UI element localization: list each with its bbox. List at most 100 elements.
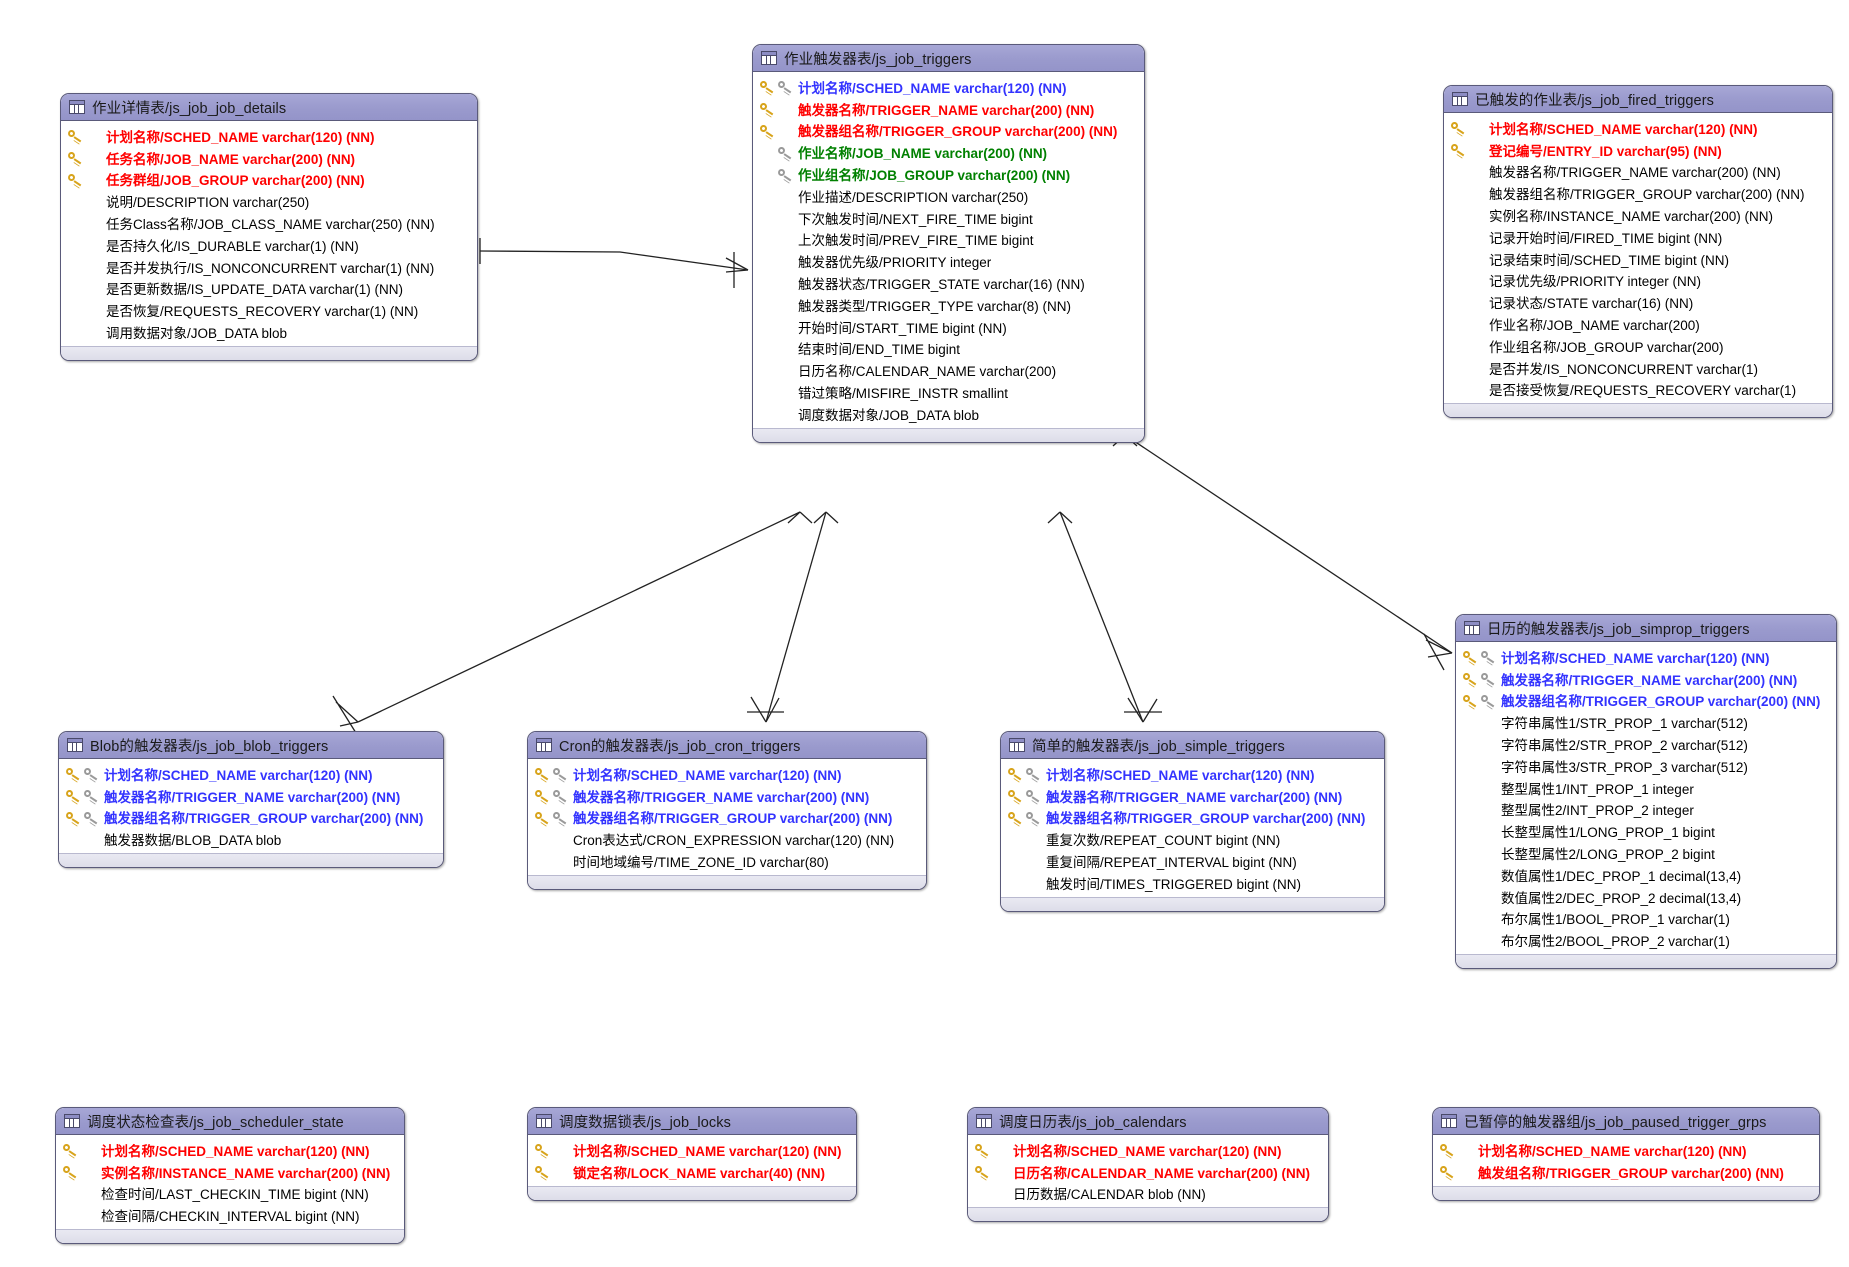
field-row[interactable]: 字符串属性3/STR_PROP_3 varchar(512) <box>1456 755 1836 777</box>
entity-header-locks[interactable]: 调度数据锁表/js_job_locks <box>528 1108 856 1135</box>
entity-header-scheduler_state[interactable]: 调度状态检查表/js_job_scheduler_state <box>56 1108 404 1135</box>
field-row[interactable]: 计划名称/SCHED_NAME varchar(120) (NN) <box>1433 1139 1819 1161</box>
field-row[interactable]: 是否恢复/REQUESTS_RECOVERY varchar(1) (NN) <box>61 299 477 321</box>
field-row[interactable]: 触发器类型/TRIGGER_TYPE varchar(8) (NN) <box>753 294 1144 316</box>
field-row[interactable]: 作业组名称/JOB_GROUP varchar(200) <box>1444 335 1832 357</box>
field-row[interactable]: 触发器名称/TRIGGER_NAME varchar(200) (NN) <box>1456 668 1836 690</box>
field-row[interactable]: 触发器数据/BLOB_DATA blob <box>59 828 443 850</box>
field-row[interactable]: 记录开始时间/FIRED_TIME bigint (NN) <box>1444 226 1832 248</box>
field-row[interactable]: 调度数据对象/JOB_DATA blob <box>753 403 1144 425</box>
entity-simple_triggers[interactable]: 简单的触发器表/js_job_simple_triggers 计划名称/SCHED… <box>1000 731 1385 912</box>
field-row[interactable]: 上次触发时间/PREV_FIRE_TIME bigint <box>753 229 1144 251</box>
field-row[interactable]: 触发时间/TIMES_TRIGGERED bigint (NN) <box>1001 872 1384 894</box>
field-row[interactable]: 整型属性1/INT_PROP_1 integer <box>1456 777 1836 799</box>
field-row[interactable]: Cron表达式/CRON_EXPRESSION varchar(120) (NN… <box>528 828 926 850</box>
field-row[interactable]: 数值属性1/DEC_PROP_1 decimal(13,4) <box>1456 864 1836 886</box>
field-row[interactable]: 计划名称/SCHED_NAME varchar(120) (NN) <box>528 1139 856 1161</box>
field-row[interactable]: 下次触发时间/NEXT_FIRE_TIME bigint <box>753 207 1144 229</box>
field-row[interactable]: 日历名称/CALENDAR_NAME varchar(200) <box>753 359 1144 381</box>
entity-job_details[interactable]: 作业详情表/js_job_job_details 计划名称/SCHED_NAME … <box>60 93 478 361</box>
field-row[interactable]: 重复次数/REPEAT_COUNT bigint (NN) <box>1001 828 1384 850</box>
field-row[interactable]: 触发器名称/TRIGGER_NAME varchar(200) (NN) <box>1001 785 1384 807</box>
field-row[interactable]: 计划名称/SCHED_NAME varchar(120) (NN) <box>1456 646 1836 668</box>
field-row[interactable]: 是否更新数据/IS_UPDATE_DATA varchar(1) (NN) <box>61 278 477 300</box>
field-row[interactable]: 布尔属性1/BOOL_PROP_1 varchar(1) <box>1456 908 1836 930</box>
field-row[interactable]: 触发器组名称/TRIGGER_GROUP varchar(200) (NN) <box>1001 807 1384 829</box>
field-row[interactable]: 触发器组名称/TRIGGER_GROUP varchar(200) (NN) <box>753 120 1144 142</box>
field-row[interactable]: 是否并发执行/IS_NONCONCURRENT varchar(1) (NN) <box>61 256 477 278</box>
entity-blob_triggers[interactable]: Blob的触发器表/js_job_blob_triggers 计划名称/SCHED… <box>58 731 444 869</box>
field-row[interactable]: 作业组名称/JOB_GROUP varchar(200) (NN) <box>753 163 1144 185</box>
field-row[interactable]: 任务群组/JOB_GROUP varchar(200) (NN) <box>61 169 477 191</box>
field-row[interactable]: 计划名称/SCHED_NAME varchar(120) (NN) <box>968 1139 1328 1161</box>
field-row[interactable]: 计划名称/SCHED_NAME varchar(120) (NN) <box>753 76 1144 98</box>
entity-header-simprop_triggers[interactable]: 日历的触发器表/js_job_simprop_triggers <box>1456 615 1836 642</box>
entity-calendars[interactable]: 调度日历表/js_job_calendars 计划名称/SCHED_NAME va… <box>967 1107 1329 1223</box>
field-row[interactable]: 重复间隔/REPEAT_INTERVAL bigint (NN) <box>1001 850 1384 872</box>
field-row[interactable]: 触发器名称/TRIGGER_NAME varchar(200) (NN) <box>1444 161 1832 183</box>
field-row[interactable]: 触发器组名称/TRIGGER_GROUP varchar(200) (NN) <box>1444 182 1832 204</box>
field-row[interactable]: 检查时间/LAST_CHECKIN_TIME bigint (NN) <box>56 1183 404 1205</box>
field-row[interactable]: 触发器优先级/PRIORITY integer <box>753 250 1144 272</box>
field-row[interactable]: 触发组名称/TRIGGER_GROUP varchar(200) (NN) <box>1433 1161 1819 1183</box>
field-row[interactable]: 计划名称/SCHED_NAME varchar(120) (NN) <box>1444 117 1832 139</box>
entity-header-cron_triggers[interactable]: Cron的触发器表/js_job_cron_triggers <box>528 732 926 759</box>
entity-header-paused_trigger_grps[interactable]: 已暂停的触发器组/js_job_paused_trigger_grps <box>1433 1108 1819 1135</box>
field-row[interactable]: 开始时间/START_TIME bigint (NN) <box>753 316 1144 338</box>
field-row[interactable]: 计划名称/SCHED_NAME varchar(120) (NN) <box>56 1139 404 1161</box>
field-row[interactable]: 作业名称/JOB_NAME varchar(200) <box>1444 313 1832 335</box>
field-row[interactable]: 触发器组名称/TRIGGER_GROUP varchar(200) (NN) <box>59 807 443 829</box>
field-row[interactable]: 错过策略/MISFIRE_INSTR smallint <box>753 381 1144 403</box>
entity-fired_triggers[interactable]: 已触发的作业表/js_job_fired_triggers 计划名称/SCHED_… <box>1443 85 1833 419</box>
field-row[interactable]: 调用数据对象/JOB_DATA blob <box>61 321 477 343</box>
field-row[interactable]: 锁定名称/LOCK_NAME varchar(40) (NN) <box>528 1161 856 1183</box>
field-row[interactable]: 触发器状态/TRIGGER_STATE varchar(16) (NN) <box>753 272 1144 294</box>
entity-header-blob_triggers[interactable]: Blob的触发器表/js_job_blob_triggers <box>59 732 443 759</box>
field-row[interactable]: 作业名称/JOB_NAME varchar(200) (NN) <box>753 141 1144 163</box>
field-row[interactable]: 计划名称/SCHED_NAME varchar(120) (NN) <box>61 125 477 147</box>
field-row[interactable]: 字符串属性2/STR_PROP_2 varchar(512) <box>1456 733 1836 755</box>
entity-locks[interactable]: 调度数据锁表/js_job_locks 计划名称/SCHED_NAME varch… <box>527 1107 857 1201</box>
field-row[interactable]: 说明/DESCRIPTION varchar(250) <box>61 190 477 212</box>
field-row[interactable]: 长整型属性1/LONG_PROP_1 bigint <box>1456 820 1836 842</box>
field-row[interactable]: 触发器名称/TRIGGER_NAME varchar(200) (NN) <box>753 98 1144 120</box>
field-row[interactable]: 登记编号/ENTRY_ID varchar(95) (NN) <box>1444 139 1832 161</box>
field-row[interactable]: 日历数据/CALENDAR blob (NN) <box>968 1183 1328 1205</box>
field-row[interactable]: 触发器组名称/TRIGGER_GROUP varchar(200) (NN) <box>1456 690 1836 712</box>
field-row[interactable]: 是否并发/IS_NONCONCURRENT varchar(1) <box>1444 357 1832 379</box>
field-row[interactable]: 字符串属性1/STR_PROP_1 varchar(512) <box>1456 711 1836 733</box>
entity-cron_triggers[interactable]: Cron的触发器表/js_job_cron_triggers 计划名称/SCHED… <box>527 731 927 890</box>
field-row[interactable]: 布尔属性2/BOOL_PROP_2 varchar(1) <box>1456 929 1836 951</box>
field-row[interactable]: 时间地域编号/TIME_ZONE_ID varchar(80) <box>528 850 926 872</box>
field-row[interactable]: 作业描述/DESCRIPTION varchar(250) <box>753 185 1144 207</box>
field-row[interactable]: 检查间隔/CHECKIN_INTERVAL bigint (NN) <box>56 1204 404 1226</box>
field-row[interactable]: 触发器名称/TRIGGER_NAME varchar(200) (NN) <box>528 785 926 807</box>
field-row[interactable]: 任务Class名称/JOB_CLASS_NAME varchar(250) (N… <box>61 212 477 234</box>
field-row[interactable]: 任务名称/JOB_NAME varchar(200) (NN) <box>61 147 477 169</box>
field-row[interactable]: 触发器名称/TRIGGER_NAME varchar(200) (NN) <box>59 785 443 807</box>
field-row[interactable]: 日历名称/CALENDAR_NAME varchar(200) (NN) <box>968 1161 1328 1183</box>
field-row[interactable]: 整型属性2/INT_PROP_2 integer <box>1456 799 1836 821</box>
field-row[interactable]: 计划名称/SCHED_NAME varchar(120) (NN) <box>528 763 926 785</box>
entity-simprop_triggers[interactable]: 日历的触发器表/js_job_simprop_triggers 计划名称/SCHE… <box>1455 614 1837 970</box>
field-row[interactable]: 结束时间/END_TIME bigint <box>753 338 1144 360</box>
entity-paused_trigger_grps[interactable]: 已暂停的触发器组/js_job_paused_trigger_grps 计划名称/… <box>1432 1107 1820 1201</box>
field-row[interactable]: 计划名称/SCHED_NAME varchar(120) (NN) <box>59 763 443 785</box>
field-row[interactable]: 记录优先级/PRIORITY integer (NN) <box>1444 270 1832 292</box>
field-row[interactable]: 记录状态/STATE varchar(16) (NN) <box>1444 291 1832 313</box>
entity-header-calendars[interactable]: 调度日历表/js_job_calendars <box>968 1108 1328 1135</box>
entity-scheduler_state[interactable]: 调度状态检查表/js_job_scheduler_state 计划名称/SCHED… <box>55 1107 405 1245</box>
field-row[interactable]: 计划名称/SCHED_NAME varchar(120) (NN) <box>1001 763 1384 785</box>
field-row[interactable]: 数值属性2/DEC_PROP_2 decimal(13,4) <box>1456 886 1836 908</box>
field-row[interactable]: 触发器组名称/TRIGGER_GROUP varchar(200) (NN) <box>528 807 926 829</box>
field-row[interactable]: 实例名称/INSTANCE_NAME varchar(200) (NN) <box>1444 204 1832 226</box>
entity-header-job_details[interactable]: 作业详情表/js_job_job_details <box>61 94 477 121</box>
field-row[interactable]: 长整型属性2/LONG_PROP_2 bigint <box>1456 842 1836 864</box>
field-row[interactable]: 记录结束时间/SCHED_TIME bigint (NN) <box>1444 248 1832 270</box>
field-row[interactable]: 实例名称/INSTANCE_NAME varchar(200) (NN) <box>56 1161 404 1183</box>
field-row[interactable]: 是否持久化/IS_DURABLE varchar(1) (NN) <box>61 234 477 256</box>
entity-job_triggers[interactable]: 作业触发器表/js_job_triggers 计划名称/SCHED_NAME va… <box>752 44 1145 443</box>
entity-header-fired_triggers[interactable]: 已触发的作业表/js_job_fired_triggers <box>1444 86 1832 113</box>
entity-header-simple_triggers[interactable]: 简单的触发器表/js_job_simple_triggers <box>1001 732 1384 759</box>
entity-header-job_triggers[interactable]: 作业触发器表/js_job_triggers <box>753 45 1144 72</box>
